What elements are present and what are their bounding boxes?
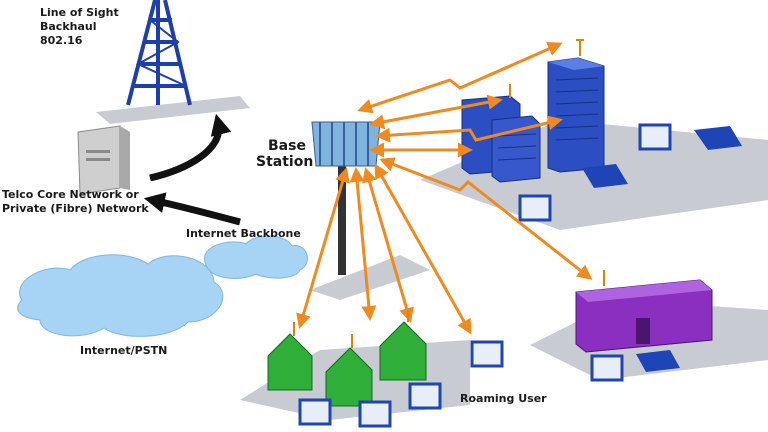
base-station-label-2: Station — [256, 154, 314, 170]
server-icon — [77, 125, 130, 195]
base-station-label-1: Base — [268, 138, 306, 154]
roaming-user-label: Roaming User — [460, 392, 547, 405]
core-label-2: Private (Fibre) Network — [2, 202, 149, 215]
antenna-icon — [293, 39, 605, 348]
internet-pstn-label: Internet/PSTN — [80, 344, 168, 357]
house-icon — [267, 321, 427, 407]
los-label-2: Backhaul — [40, 20, 97, 33]
cloud-icon — [17, 235, 308, 337]
internet-backbone-label: Internet Backbone — [186, 227, 301, 240]
phone-icon — [582, 126, 742, 372]
tower-icon — [126, 0, 192, 106]
core-label-1: Telco Core Network or — [2, 188, 139, 201]
arrow-icon — [143, 113, 241, 226]
wireless-links — [296, 41, 593, 335]
los-label-1: Line of Sight — [40, 6, 119, 19]
los-label-3: 802.16 — [40, 34, 83, 47]
purple-building-icon — [575, 279, 713, 353]
